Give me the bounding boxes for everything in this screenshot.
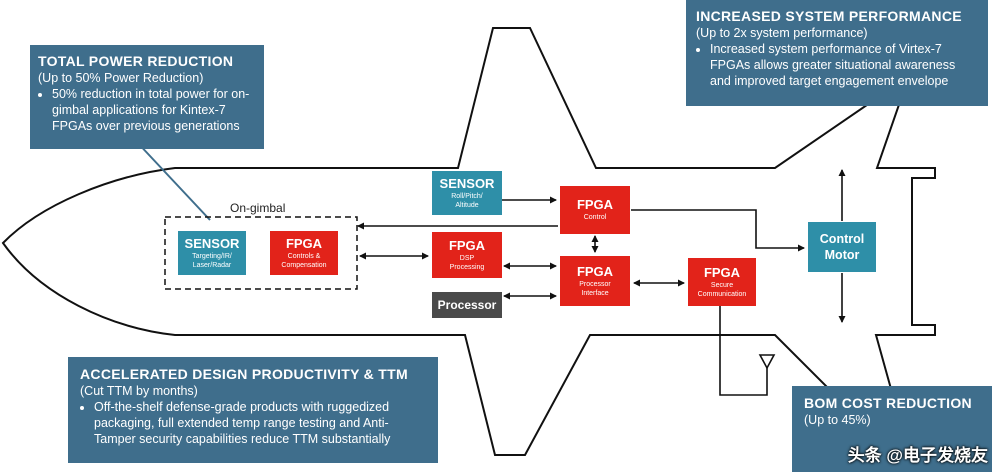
block-subtitle: Roll/Pitch/ Altitude <box>451 193 483 209</box>
block-subtitle: Processor Interface <box>579 281 611 297</box>
on-gimbal-label: On-gimbal <box>230 201 286 215</box>
callout-subtitle: (Cut TTM by months) <box>80 384 198 398</box>
callout-subtitle: (Up to 50% Power Reduction) <box>38 71 204 85</box>
fpga-control-block: FPGA Control <box>560 186 630 234</box>
block-subtitle: Secure Communication <box>697 282 747 298</box>
block-title: SENSOR <box>439 176 495 191</box>
callout-title: ACCELERATED DESIGN PRODUCTIVITY & TTM <box>80 366 408 382</box>
block-subtitle: Controls & Compensation <box>281 253 327 269</box>
processor-block: Processor <box>432 292 502 318</box>
fpga-secure-communication-block: FPGA Secure Communication <box>688 258 756 306</box>
block-title: Processor <box>437 297 497 312</box>
block-subtitle: Control <box>583 214 607 222</box>
block-title: Control Motor <box>819 232 865 262</box>
fpga-controls-compensation-block: FPGA Controls & Compensation <box>270 231 338 275</box>
block-title: FPGA <box>703 265 741 280</box>
block-title: FPGA <box>576 197 614 213</box>
callout-increased-system-performance: INCREASED SYSTEM PERFORMANCE (Up to 2x s… <box>686 0 988 106</box>
watermark: 头条 @电子发烧友 <box>847 446 988 465</box>
callout-subtitle: (Up to 2x system performance) <box>696 26 868 40</box>
fpga-processor-interface-block: FPGA Processor Interface <box>560 256 630 306</box>
block-title: FPGA <box>576 264 614 279</box>
callout-accelerated-design-productivity: ACCELERATED DESIGN PRODUCTIVITY & TTM (C… <box>68 357 438 463</box>
callout-total-power-reduction: TOTAL POWER REDUCTION (Up to 50% Power R… <box>30 45 264 149</box>
callout-bullet: Increased system performance of Virtex-7… <box>710 41 978 89</box>
antenna-icon <box>758 354 776 370</box>
callout-title: BOM COST REDUCTION <box>804 395 972 411</box>
block-title: FPGA <box>448 238 486 253</box>
block-title: FPGA <box>285 236 323 251</box>
power-callout-pointer <box>134 139 211 221</box>
conn-secure-to-antenna <box>719 305 768 396</box>
block-subtitle: Targeting/IR/ Laser/Radar <box>192 253 232 269</box>
fpga-dsp-processing-block: FPGA DSP Processing <box>432 232 502 278</box>
sensor-targeting-block: SENSOR Targeting/IR/ Laser/Radar <box>178 231 246 275</box>
sensor-roll-pitch-altitude-block: SENSOR Roll/Pitch/ Altitude <box>432 171 502 215</box>
callout-subtitle: (Up to 45%) <box>804 413 871 427</box>
conn-control-to-motor <box>631 209 805 252</box>
on-gimbal-box <box>164 216 358 290</box>
control-motor-block: Control Motor <box>808 222 876 272</box>
callout-bullet: 50% reduction in total power for on-gimb… <box>52 86 256 134</box>
callout-bullet: Off-the-shelf defense-grade products wit… <box>94 399 426 447</box>
callout-title: INCREASED SYSTEM PERFORMANCE <box>696 8 962 24</box>
callout-bom-cost-reduction: BOM COST REDUCTION (Up to 45%) <box>792 386 992 472</box>
block-subtitle: DSP Processing <box>449 255 485 271</box>
callout-title: TOTAL POWER REDUCTION <box>38 53 234 69</box>
block-title: SENSOR <box>184 236 240 251</box>
